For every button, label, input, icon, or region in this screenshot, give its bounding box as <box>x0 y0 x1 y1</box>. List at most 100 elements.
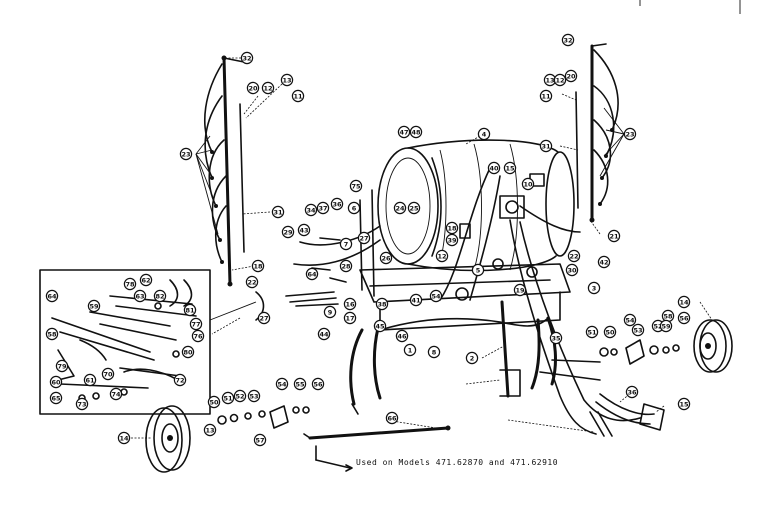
part-callout: 27 <box>257 311 271 325</box>
part-callout: 21 <box>607 229 621 243</box>
part-callout: 52 <box>233 389 247 403</box>
part-callout: 44 <box>317 327 331 341</box>
callout-circle <box>240 51 254 65</box>
callout-label: 55 <box>295 380 305 388</box>
part-callout: 77 <box>189 317 203 331</box>
callout-circle <box>623 313 637 327</box>
part-callout: 39 <box>445 233 459 247</box>
callout-circle <box>409 293 423 307</box>
right-wheel-assembly <box>599 319 733 373</box>
callout-label: 15 <box>679 400 689 408</box>
part-callout: 5 <box>471 263 485 277</box>
callout-label: 13 <box>545 76 554 84</box>
callout-label: 30 <box>567 266 577 274</box>
part-callout: 4 <box>477 127 491 141</box>
part-callout: 31 <box>539 139 553 153</box>
callout-label: 9 <box>328 308 333 316</box>
callout-circle <box>539 89 553 103</box>
callout-circle <box>631 323 645 337</box>
callout-circle <box>503 161 517 175</box>
callout-circle <box>339 237 353 251</box>
callout-label: 60 <box>51 378 61 386</box>
callout-circle <box>153 289 167 303</box>
part-callout: 8 <box>427 345 441 359</box>
callout-label: 79 <box>57 362 67 370</box>
part-callout: 32 <box>240 51 254 65</box>
callout-label: 37 <box>318 204 327 212</box>
callout-label: 13 <box>205 426 214 434</box>
part-callout: 22 <box>245 275 259 289</box>
callout-label: 23 <box>625 130 634 138</box>
part-callout: 35 <box>549 331 563 345</box>
part-callout: 75 <box>349 179 363 193</box>
callout-label: 14 <box>679 298 689 306</box>
callout-circle <box>429 289 443 303</box>
part-callout: 36 <box>330 197 344 211</box>
callout-circle <box>49 375 63 389</box>
part-callout: 46 <box>395 329 409 343</box>
part-callout: 3 <box>587 281 601 295</box>
part-callout: 53 <box>247 389 261 403</box>
part-callout: 76 <box>191 329 205 343</box>
part-callout: 43 <box>297 223 311 237</box>
callout-label: 39 <box>447 236 457 244</box>
callout-label: 22 <box>247 278 256 286</box>
callout-circle <box>281 225 295 239</box>
part-callout: 38 <box>375 297 389 311</box>
callout-circle <box>373 319 387 333</box>
callout-label: 59 <box>661 322 671 330</box>
callout-label: 19 <box>515 286 525 294</box>
part-callout: 2 <box>465 351 479 365</box>
hitch-cable <box>589 393 665 437</box>
callout-circle <box>587 281 601 295</box>
callout-label: 66 <box>387 414 397 422</box>
callout-circle <box>677 295 691 309</box>
part-callout: 6 <box>347 201 361 215</box>
callout-circle <box>45 289 59 303</box>
part-callout: 54 <box>623 313 637 327</box>
part-callout: 28 <box>339 259 353 273</box>
callout-label: 64 <box>307 270 317 278</box>
callout-label: 59 <box>89 302 99 310</box>
callout-circle <box>487 161 501 175</box>
callout-label: 27 <box>259 314 268 322</box>
callout-circle <box>316 201 330 215</box>
callout-circle <box>539 139 553 153</box>
callout-circle <box>385 411 399 425</box>
part-callout: 7 <box>339 237 353 251</box>
callout-label: 80 <box>183 348 193 356</box>
part-callout: 11 <box>539 89 553 103</box>
callout-label: 58 <box>663 312 673 320</box>
callout-label: 18 <box>253 262 263 270</box>
callout-label: 21 <box>609 232 619 240</box>
callout-label: 58 <box>47 330 57 338</box>
part-callout: 23 <box>179 147 193 161</box>
callout-label: 36 <box>627 388 637 396</box>
callout-circle <box>189 317 203 331</box>
callout-circle <box>343 297 357 311</box>
callout-label: 74 <box>111 390 121 398</box>
callout-circle <box>45 327 59 341</box>
part-callout: 17 <box>343 311 357 325</box>
callout-circle <box>477 127 491 141</box>
callout-circle <box>221 391 235 405</box>
callout-label: 38 <box>377 300 387 308</box>
callout-label: 22 <box>569 252 578 260</box>
part-callout: 15 <box>677 397 691 411</box>
part-callout: 65 <box>49 391 63 405</box>
hose-routing <box>293 167 641 435</box>
callout-label: 20 <box>566 72 576 80</box>
part-callout: 64 <box>45 289 59 303</box>
callout-label: 10 <box>523 180 533 188</box>
callout-label: 64 <box>47 292 57 300</box>
callout-circle <box>253 433 267 447</box>
callout-circle <box>393 201 407 215</box>
callout-circle <box>330 197 344 211</box>
callout-label: 47 <box>399 128 408 136</box>
callout-circle <box>83 373 97 387</box>
callout-label: 70 <box>103 370 113 378</box>
callout-circle <box>246 81 260 95</box>
part-callout: 47 <box>397 125 411 139</box>
callout-label: 52 <box>653 322 662 330</box>
callout-circle <box>247 389 261 403</box>
